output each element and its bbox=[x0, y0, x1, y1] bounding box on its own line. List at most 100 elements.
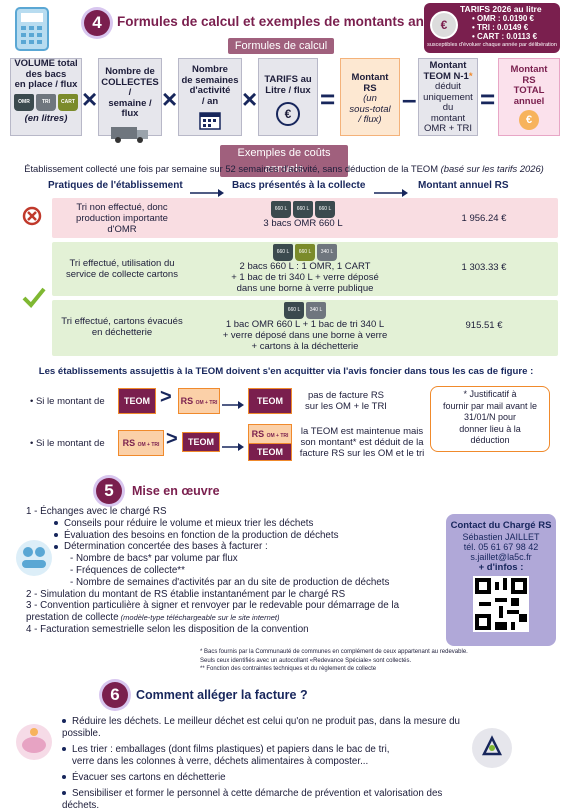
semaines-line: Nombre bbox=[192, 64, 228, 75]
justif-line: fournir par mail avant le bbox=[442, 400, 538, 411]
montant-rs-line: RS bbox=[363, 82, 377, 94]
contact-email[interactable]: s.jaillet@la5c.fr bbox=[470, 552, 532, 562]
omr-bin-icon: OMR bbox=[14, 93, 34, 111]
rs-box: RS OM + TRI bbox=[178, 388, 220, 414]
teom-n1-note: montant bbox=[430, 112, 466, 124]
case1-label: • Si le montant de bbox=[30, 396, 105, 407]
list-item-text: Évacuer ses cartons en déchetterie bbox=[72, 772, 226, 783]
euro-coin-icon: € bbox=[519, 110, 539, 130]
justificatif-box: * Justificatif à fournir par mail avant … bbox=[430, 386, 550, 452]
tarifs-note: susceptibles d'évoluer chaque année par … bbox=[427, 42, 557, 48]
list-item: 3 - Convention particulière à signer et … bbox=[26, 600, 400, 612]
arrow-icon bbox=[222, 438, 244, 456]
tarifs-litre-line: Litre / flux bbox=[265, 84, 311, 96]
teom-n1-text: TEOM N-1 bbox=[423, 70, 469, 82]
bins-line: 3 bacs OMR 660 L bbox=[263, 218, 343, 229]
case1-line: sur les OM + le TRI bbox=[305, 401, 387, 412]
section-6-number: 6 bbox=[102, 682, 128, 708]
list-item: prestation de collecte (modèle-type télé… bbox=[26, 612, 446, 624]
qr-code-icon[interactable] bbox=[473, 576, 529, 632]
contact-tel: tél. 05 61 67 98 42 bbox=[463, 542, 539, 552]
footnote: * Bacs fournis par la Communauté de comm… bbox=[200, 648, 556, 657]
semaines-line: de semaines bbox=[181, 74, 239, 86]
arrow-icon bbox=[222, 396, 244, 414]
teom-box: TEOM bbox=[248, 443, 292, 461]
teom-n1-line: Montant bbox=[419, 60, 477, 72]
bullet-icon bbox=[62, 719, 66, 724]
bins-line: + verre déposé dans une borne à verre bbox=[222, 330, 388, 341]
teom-n1-text: Montant bbox=[429, 60, 467, 71]
omr-bin-icon: 660 L bbox=[315, 201, 335, 218]
teom-box: TEOM bbox=[118, 388, 156, 414]
calendar-icon bbox=[199, 110, 221, 130]
col-header-bacs: Bacs présentés à la collecte bbox=[232, 180, 366, 191]
list-item: Évaluation des besoins en fonction de la… bbox=[26, 530, 446, 542]
exemples-intro-text: Établissement collecté une fois par sema… bbox=[24, 163, 439, 174]
section-5-title: Mise en œuvre bbox=[132, 484, 220, 498]
multiply-op: × bbox=[242, 84, 258, 114]
tarifs-title: TARIFS 2026 au litre bbox=[460, 4, 542, 14]
practice-line: production importante bbox=[76, 213, 168, 224]
bullet-icon bbox=[62, 791, 66, 796]
contact-name: Sébastien JAILLET bbox=[462, 532, 540, 542]
omr-bin-icon: 660 L bbox=[271, 201, 291, 218]
case1-text: pas de facture RS sur les OM + le TRI bbox=[296, 390, 396, 412]
row-practice: Tri effectué, utilisation du service de … bbox=[52, 258, 192, 280]
row-amount: 1 956.24 € bbox=[461, 213, 507, 224]
list-item: Évacuer ses cartons en déchetterie bbox=[62, 772, 462, 784]
case2-label: • Si le montant de bbox=[30, 438, 105, 449]
montant-rs-box: Montant RS (un sous-total / flux) bbox=[340, 58, 400, 136]
tarif-omr: • OMR : 0.0190 € bbox=[472, 14, 534, 23]
col-header-pratiques: Pratiques de l'établissement bbox=[48, 180, 183, 191]
tarif-cart: • CART : 0.0113 € bbox=[472, 32, 538, 41]
semaines-line: / an bbox=[201, 95, 219, 107]
rs-total-line: RS bbox=[522, 74, 536, 86]
section-4-title: Formules de calcul et exemples de montan… bbox=[117, 14, 460, 29]
list-item: Réduire les déchets. Le meilleur déchet … bbox=[62, 716, 462, 740]
tarifs-litre-line: TARIFS au bbox=[264, 74, 312, 85]
row-amount: 915.51 € bbox=[465, 320, 503, 331]
handshake-icon bbox=[14, 538, 54, 583]
tri-bin-icon: TRI bbox=[36, 93, 56, 111]
case2-line: son montant* est déduit de la bbox=[300, 437, 424, 448]
semaines-line: d'activité bbox=[189, 85, 231, 96]
section-4-number: 4 bbox=[84, 10, 110, 36]
bins-line: + cartons à la déchetterie bbox=[251, 341, 359, 352]
montant-rs-line: Montant bbox=[351, 72, 389, 83]
cart-bin-icon: CART bbox=[58, 93, 78, 111]
row-amount: 1 303.33 € bbox=[461, 262, 507, 273]
justif-line: déduction bbox=[470, 435, 510, 445]
list-item-italic: (modèle-type téléchargeable sur le site … bbox=[118, 613, 280, 623]
rs-sub: OM + TRI bbox=[195, 400, 218, 406]
bins-line: 1 bac OMR 660 L + 1 bac de tri 340 L bbox=[225, 319, 385, 330]
tarif-tri: • TRI : 0.0149 € bbox=[472, 23, 529, 32]
teom-n1-note: déduit bbox=[435, 81, 461, 92]
list-item-text: Détermination concertée des bases à fact… bbox=[64, 541, 268, 553]
contact-more: + d'infos : bbox=[478, 562, 524, 573]
collectes-line: COLLECTES / bbox=[101, 76, 159, 98]
footnote: Seuls ceux identifiés avec un autocollan… bbox=[200, 657, 412, 664]
rs-box: RS OM + TRI bbox=[118, 430, 164, 456]
omr-bin-icon: 660 L bbox=[284, 302, 304, 319]
bullet-icon bbox=[62, 747, 66, 752]
bins-line: 2 bacs 660 L : 1 OMR, 1 CART bbox=[239, 261, 371, 272]
rs-label: RS bbox=[180, 396, 194, 406]
rs-sub: OM + TRI bbox=[266, 433, 289, 439]
tarifs-box: € TARIFS 2026 au litre • OMR : 0.0190 € … bbox=[424, 3, 560, 53]
bullet-icon bbox=[54, 521, 58, 526]
teom-n1-note: OMR + TRI bbox=[423, 123, 473, 134]
gt-op: > bbox=[166, 428, 178, 450]
list-item: Sensibiliser et former le personnel à ce… bbox=[62, 788, 462, 812]
volume-line: VOLUME total bbox=[14, 58, 78, 69]
bullet-icon bbox=[54, 544, 58, 549]
forbidden-icon bbox=[22, 206, 42, 231]
list-item: - Nombre de bacs* par volume par flux bbox=[70, 553, 238, 565]
case2-line: facture RS sur les OM et le tri bbox=[299, 448, 425, 459]
contact-title: Contact du Chargé RS bbox=[450, 520, 552, 531]
justif-line: * Justificatif à bbox=[463, 389, 517, 399]
